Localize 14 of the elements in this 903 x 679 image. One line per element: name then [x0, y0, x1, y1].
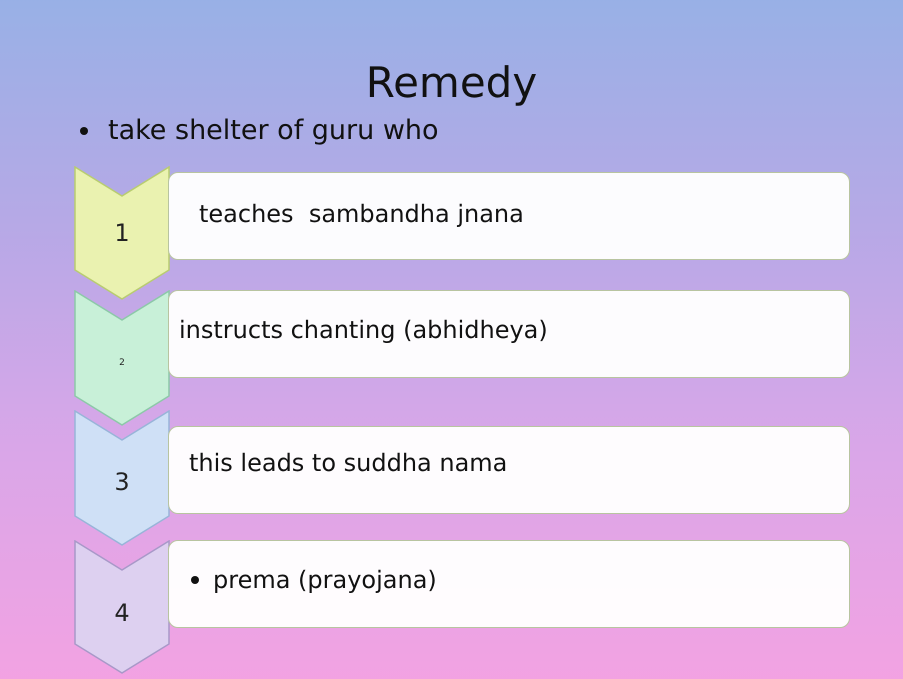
step-text: instructs chanting (abhidheya)	[179, 316, 548, 344]
step-text: this leads to suddha nama	[189, 449, 508, 477]
step-number: 4	[114, 599, 130, 627]
step-card	[168, 540, 850, 628]
step-card	[168, 426, 850, 514]
step-number: 2	[119, 358, 125, 368]
step-card	[168, 172, 850, 260]
step-card	[168, 290, 850, 378]
bullet-text: take shelter of guru who	[108, 115, 439, 146]
step-text: prema (prayojana)	[213, 566, 437, 594]
step-number: 3	[114, 468, 130, 496]
slide-title: Remedy	[364, 58, 538, 107]
step-text: teaches sambandha jnana	[199, 200, 524, 228]
step-number: 1	[114, 219, 130, 247]
